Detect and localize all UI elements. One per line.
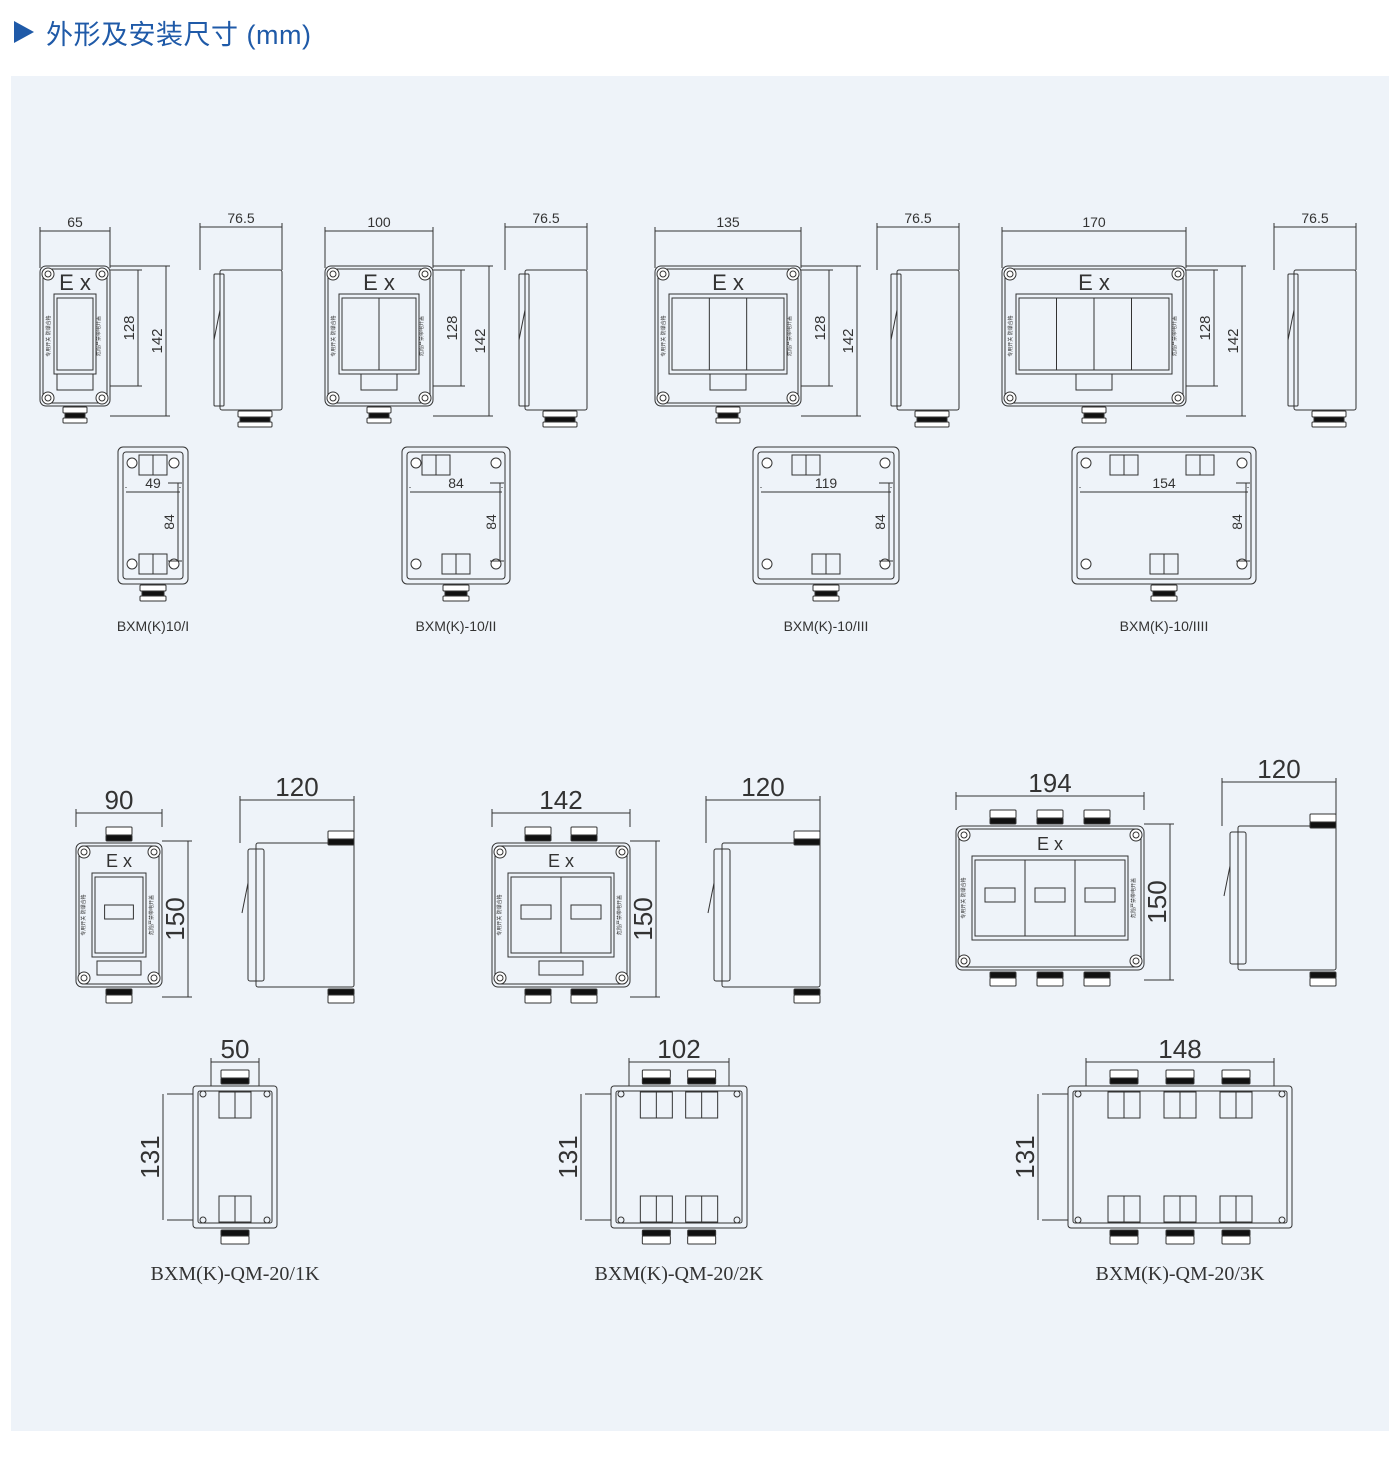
warning-label: 专用开关 防爆合格 bbox=[80, 894, 87, 935]
dimension-label: 148 bbox=[1158, 1034, 1201, 1064]
ex-mark: E x bbox=[106, 851, 132, 871]
dimension-label: 120 bbox=[741, 772, 784, 802]
ex-mark: E x bbox=[59, 270, 91, 295]
dimension-label: 150 bbox=[1142, 880, 1172, 923]
enclosure-3-row2: E x 专用开关 防爆合格 危险严禁带电开盖 194 150 120 148 131BXM(K… bbox=[955, 754, 1337, 1285]
warning-label: 专用开关 防爆合格 bbox=[496, 894, 503, 935]
warning-label: 危险严禁带电开盖 bbox=[786, 316, 793, 356]
dimension-label: 49 bbox=[145, 475, 161, 491]
dimension-label: 90 bbox=[105, 785, 134, 815]
dimension-label: 131 bbox=[135, 1135, 165, 1178]
dimension-label: 120 bbox=[275, 772, 318, 802]
dimension-label: 142 bbox=[539, 785, 582, 815]
model-label: BXM(K)-10/II bbox=[416, 618, 497, 634]
enclosure-4-row1: E x 专用开关 防爆合格 危险严禁带电开盖 170 128 142 76.5 154 84BX… bbox=[1001, 210, 1357, 634]
warning-label: 危险严禁带电开盖 bbox=[1130, 878, 1137, 918]
dimension-label: 128 bbox=[121, 315, 138, 340]
ex-mark: E x bbox=[548, 851, 574, 871]
dimension-label: 142 bbox=[1225, 328, 1242, 353]
warning-label: 危险严禁带电开盖 bbox=[616, 895, 623, 935]
dimension-label: 102 bbox=[657, 1034, 700, 1064]
warning-label: 专用开关 防爆合格 bbox=[660, 315, 667, 356]
warning-label: 危险严禁带电开盖 bbox=[148, 895, 155, 935]
dimension-label: 142 bbox=[840, 328, 857, 353]
dimension-label: 65 bbox=[67, 214, 83, 230]
dimension-label: 76.5 bbox=[904, 210, 931, 226]
enclosure-3-row1: E x 专用开关 防爆合格 危险严禁带电开盖 135 128 142 76.5 119 84BX… bbox=[654, 210, 960, 634]
dimension-label: 84 bbox=[483, 514, 499, 530]
dimension-label: 100 bbox=[367, 214, 391, 230]
dimension-label: 142 bbox=[472, 328, 489, 353]
dimension-label: 84 bbox=[161, 514, 177, 530]
dimension-label: 76.5 bbox=[1301, 210, 1328, 226]
dimension-label: 131 bbox=[553, 1135, 583, 1178]
dimension-label: 150 bbox=[160, 897, 190, 940]
dimension-label: 76.5 bbox=[227, 210, 254, 226]
ex-mark: E x bbox=[1078, 270, 1110, 295]
section-title: 外形及安装尺寸 (mm) bbox=[46, 19, 312, 50]
enclosure-2-row1: E x 专用开关 防爆合格 危险严禁带电开盖 100 128 142 76.5 84 84BXM… bbox=[324, 210, 588, 634]
dimension-label: 170 bbox=[1082, 214, 1106, 230]
dimension-label: 84 bbox=[872, 514, 888, 530]
dimension-label: 84 bbox=[1229, 514, 1245, 530]
dimension-label: 128 bbox=[1197, 315, 1214, 340]
ex-mark: E x bbox=[363, 270, 395, 295]
drawing-panel bbox=[11, 76, 1389, 1431]
enclosure-1-row1: E x 专用开关 防爆合格 危险严禁带电开盖 65 128 142 76.5 49 84BXM(… bbox=[39, 210, 283, 634]
enclosure-1-row2: E x 专用开关 防爆合格 危险严禁带电开盖 90 150 120 50 131BXM(K)-… bbox=[75, 772, 355, 1285]
model-label: BXM(K)-10/III bbox=[784, 618, 869, 634]
model-label: BXM(K)-QM-20/2K bbox=[595, 1263, 764, 1285]
section-header: 外形及安装尺寸 (mm) bbox=[14, 14, 311, 50]
ex-mark: E x bbox=[712, 270, 744, 295]
dimension-label: 76.5 bbox=[532, 210, 559, 226]
dimension-label: 128 bbox=[812, 315, 829, 340]
dimension-label: 142 bbox=[149, 328, 166, 353]
dimension-label: 194 bbox=[1028, 768, 1071, 798]
model-label: BXM(K)-QM-20/3K bbox=[1096, 1263, 1265, 1285]
warning-label: 专用开关 防爆合格 bbox=[960, 877, 967, 918]
model-label: BXM(K)-10/IIII bbox=[1120, 618, 1209, 634]
ex-mark: E x bbox=[1037, 834, 1063, 854]
play-triangle-icon bbox=[14, 21, 34, 43]
warning-label: 危险严禁带电开盖 bbox=[95, 316, 102, 356]
dimension-label: 150 bbox=[628, 897, 658, 940]
dimension-label: 154 bbox=[1152, 475, 1176, 491]
dimension-label: 50 bbox=[221, 1034, 250, 1064]
warning-label: 专用开关 防爆合格 bbox=[330, 315, 337, 356]
warning-label: 专用开关 防爆合格 bbox=[1007, 315, 1014, 356]
dimension-label: 131 bbox=[1010, 1135, 1040, 1178]
dimension-label: 119 bbox=[815, 475, 838, 491]
enclosure-2-row2: E x 专用开关 防爆合格 危险严禁带电开盖 142 150 120 102 131BXM(K… bbox=[491, 772, 821, 1285]
model-label: BXM(K)10/I bbox=[117, 618, 189, 634]
warning-label: 危险严禁带电开盖 bbox=[418, 316, 425, 356]
warning-label: 专用开关 防爆合格 bbox=[45, 315, 52, 356]
dimension-label: 135 bbox=[716, 214, 740, 230]
dimension-label: 128 bbox=[444, 315, 461, 340]
dimension-label: 84 bbox=[448, 475, 464, 491]
warning-label: 危险严禁带电开盖 bbox=[1171, 316, 1178, 356]
model-label: BXM(K)-QM-20/1K bbox=[151, 1263, 320, 1285]
dimension-label: 120 bbox=[1257, 754, 1300, 784]
